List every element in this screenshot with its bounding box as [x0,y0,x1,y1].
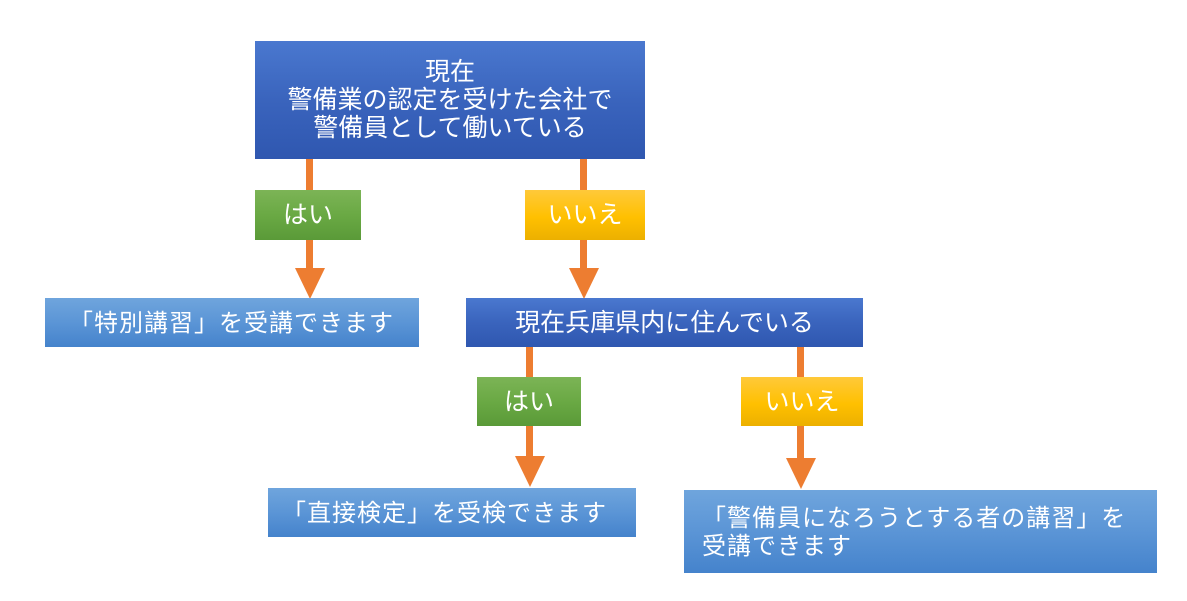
result-text-line: 「警備員になろうとする者の講習」を [702,503,1127,532]
result-new-guard-course-box: 「警備員になろうとする者の講習」を 受講できます [684,490,1157,573]
yes-label: はい [477,377,581,426]
yes-label-text: はい [282,200,333,229]
result-text: 「直接検定」を受検できます [282,498,607,527]
arrow-head [515,456,545,487]
arrow-head [786,458,816,489]
arrow-head [295,268,325,299]
no-label: いいえ [741,377,863,426]
question-text: 現在兵庫県内に住んでいる [515,307,814,337]
question-lives-in-hyogo-box: 現在兵庫県内に住んでいる [466,298,863,347]
question-line: 警備業の認定を受けた会社で [287,85,613,114]
result-direct-exam-box: 「直接検定」を受検できます [268,488,636,537]
arrow-head [569,268,599,299]
yes-label: はい [255,190,361,240]
no-label: いいえ [525,190,645,240]
result-text: 「特別講習」を受講できます [69,308,394,337]
no-label-text: いいえ [547,200,623,229]
yes-label-text: はい [503,386,554,416]
question-line: 警備員として働いている [313,113,587,142]
result-special-course-box: 「特別講習」を受講できます [45,298,419,347]
result-text-line: 受講できます [702,531,852,560]
no-label-text: いいえ [764,386,840,416]
question-working-as-guard-box: 現在 警備業の認定を受けた会社で 警備員として働いている [255,41,645,159]
question-line: 現在 [424,57,475,86]
